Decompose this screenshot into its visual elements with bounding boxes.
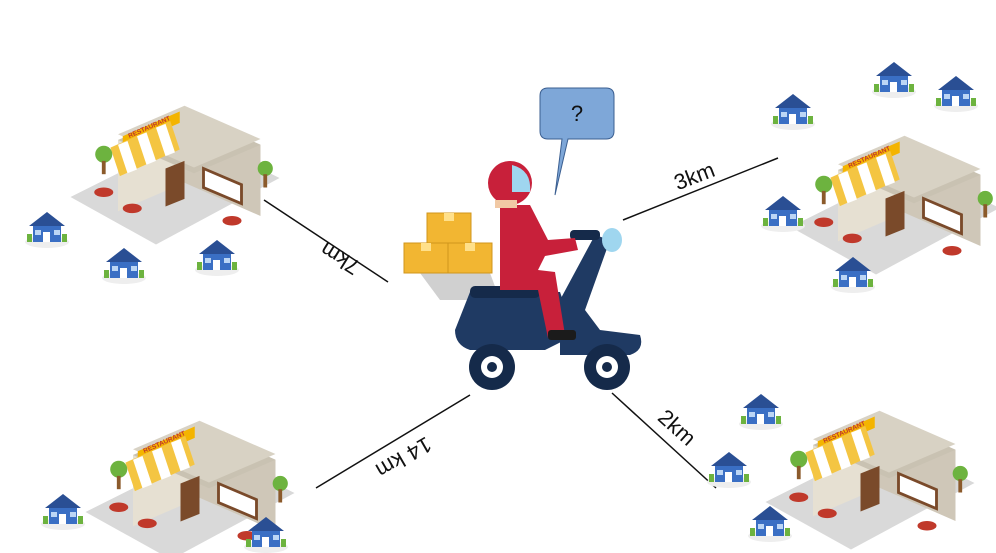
distance-label-top-right: 3km <box>670 157 718 195</box>
restaurant-bottom-right: RESTAURANT <box>764 409 976 551</box>
route-line-top-left <box>263 199 389 283</box>
speech-bubble-text: ? <box>571 101 583 126</box>
route-line-bottom-left <box>315 394 471 489</box>
house-icon <box>707 452 751 488</box>
route-line-top-right <box>622 157 779 221</box>
restaurant-top-right: RESTAURANT <box>789 134 996 276</box>
front-wheel <box>584 344 630 390</box>
house-icon <box>771 94 815 130</box>
house-icon <box>872 62 916 98</box>
house-icon <box>761 196 805 232</box>
distance-label-top-left: 7km <box>316 237 364 280</box>
house-icon <box>25 212 69 248</box>
route-line-bottom-right <box>611 392 717 489</box>
house-icon <box>41 494 85 530</box>
cargo-boxes <box>403 212 493 274</box>
distance-label-bottom-right: 2km <box>653 404 701 450</box>
delivery-rider <box>403 161 642 390</box>
house-icon <box>102 248 146 284</box>
speech-bubble: ? <box>539 87 615 196</box>
distance-label-bottom-left: 14 km <box>372 432 436 484</box>
house-icon <box>934 76 978 112</box>
rear-wheel <box>469 344 515 390</box>
house-icon <box>739 394 783 430</box>
house-icon <box>195 240 239 276</box>
restaurant-top-left: RESTAURANT <box>69 104 281 246</box>
